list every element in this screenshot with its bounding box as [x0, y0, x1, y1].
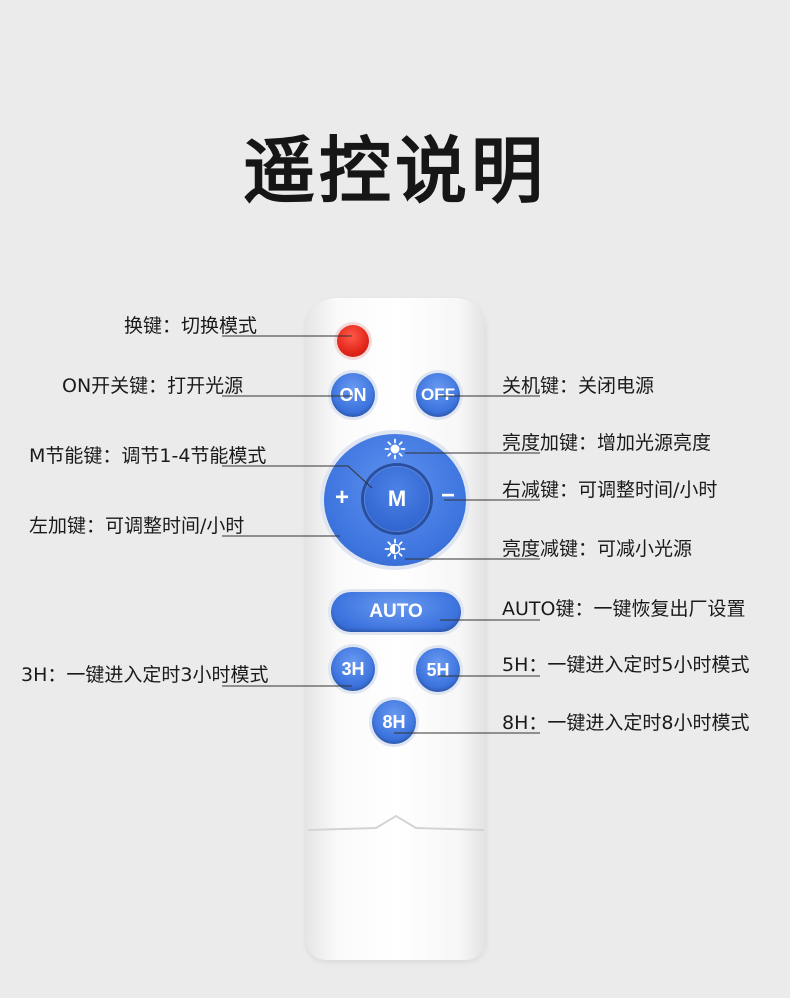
off-button[interactable]: OFF — [416, 373, 460, 417]
annotation-off: 关机键：关闭电源 — [502, 375, 655, 397]
brightness-up-icon[interactable] — [384, 438, 406, 460]
minus-button[interactable]: − — [441, 482, 456, 509]
annotation-auto: AUTO键：一键恢复出厂设置 — [502, 598, 746, 620]
annotation-5h: 5H：一键进入定时5小时模式 — [502, 654, 750, 676]
m-button[interactable]: M — [364, 466, 430, 532]
annotation-right-minus: 右减键：可调整时间/小时 — [502, 479, 718, 501]
annotation-left-plus: 左加键：可调整时间/小时 — [29, 515, 245, 537]
plus-button[interactable]: + — [335, 484, 350, 511]
auto-button[interactable]: AUTO — [331, 592, 461, 632]
annotation-brightness-down: 亮度减键：可减小光源 — [502, 538, 693, 560]
on-button[interactable]: ON — [331, 373, 375, 417]
3h-button[interactable]: 3H — [331, 647, 375, 691]
annotation-brightness-up: 亮度加键：增加光源亮度 — [502, 432, 712, 454]
annotation-3h: 3H：一键进入定时3小时模式 — [21, 664, 269, 686]
annotation-m-save: M节能键：调节1-4节能模式 — [29, 445, 267, 467]
annotation-8h: 8H：一键进入定时8小时模式 — [502, 712, 750, 734]
page-title: 遥控说明 — [242, 129, 547, 213]
battery-cover-seam — [307, 814, 485, 831]
annotation-on: ON开关键：打开光源 — [62, 375, 244, 397]
brightness-down-icon[interactable] — [384, 538, 406, 560]
annotation-mode-switch: 换键：切换模式 — [124, 315, 258, 337]
5h-button[interactable]: 5H — [416, 648, 460, 692]
mode-switch-button[interactable] — [337, 325, 369, 357]
8h-button[interactable]: 8H — [372, 700, 416, 744]
